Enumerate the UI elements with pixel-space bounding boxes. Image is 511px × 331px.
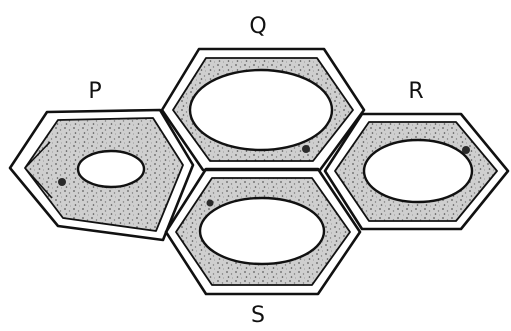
cell-s xyxy=(166,169,360,294)
label-p: P xyxy=(88,79,101,104)
cell-p-nucleus xyxy=(58,178,66,186)
cell-r-nucleus xyxy=(462,146,470,154)
cell-p-vacuole xyxy=(78,151,144,187)
cell-p xyxy=(10,110,193,240)
cell-q-nucleus xyxy=(302,145,310,153)
cell-r-vacuole xyxy=(364,140,472,202)
label-r: R xyxy=(408,79,423,104)
cell-s-nucleus xyxy=(207,200,214,207)
cell-s-vacuole xyxy=(200,198,324,264)
label-q: Q xyxy=(249,14,266,39)
cell-r xyxy=(325,114,508,229)
cell-q xyxy=(162,49,364,170)
cell-q-vacuole xyxy=(190,70,332,150)
label-s: S xyxy=(251,303,265,328)
